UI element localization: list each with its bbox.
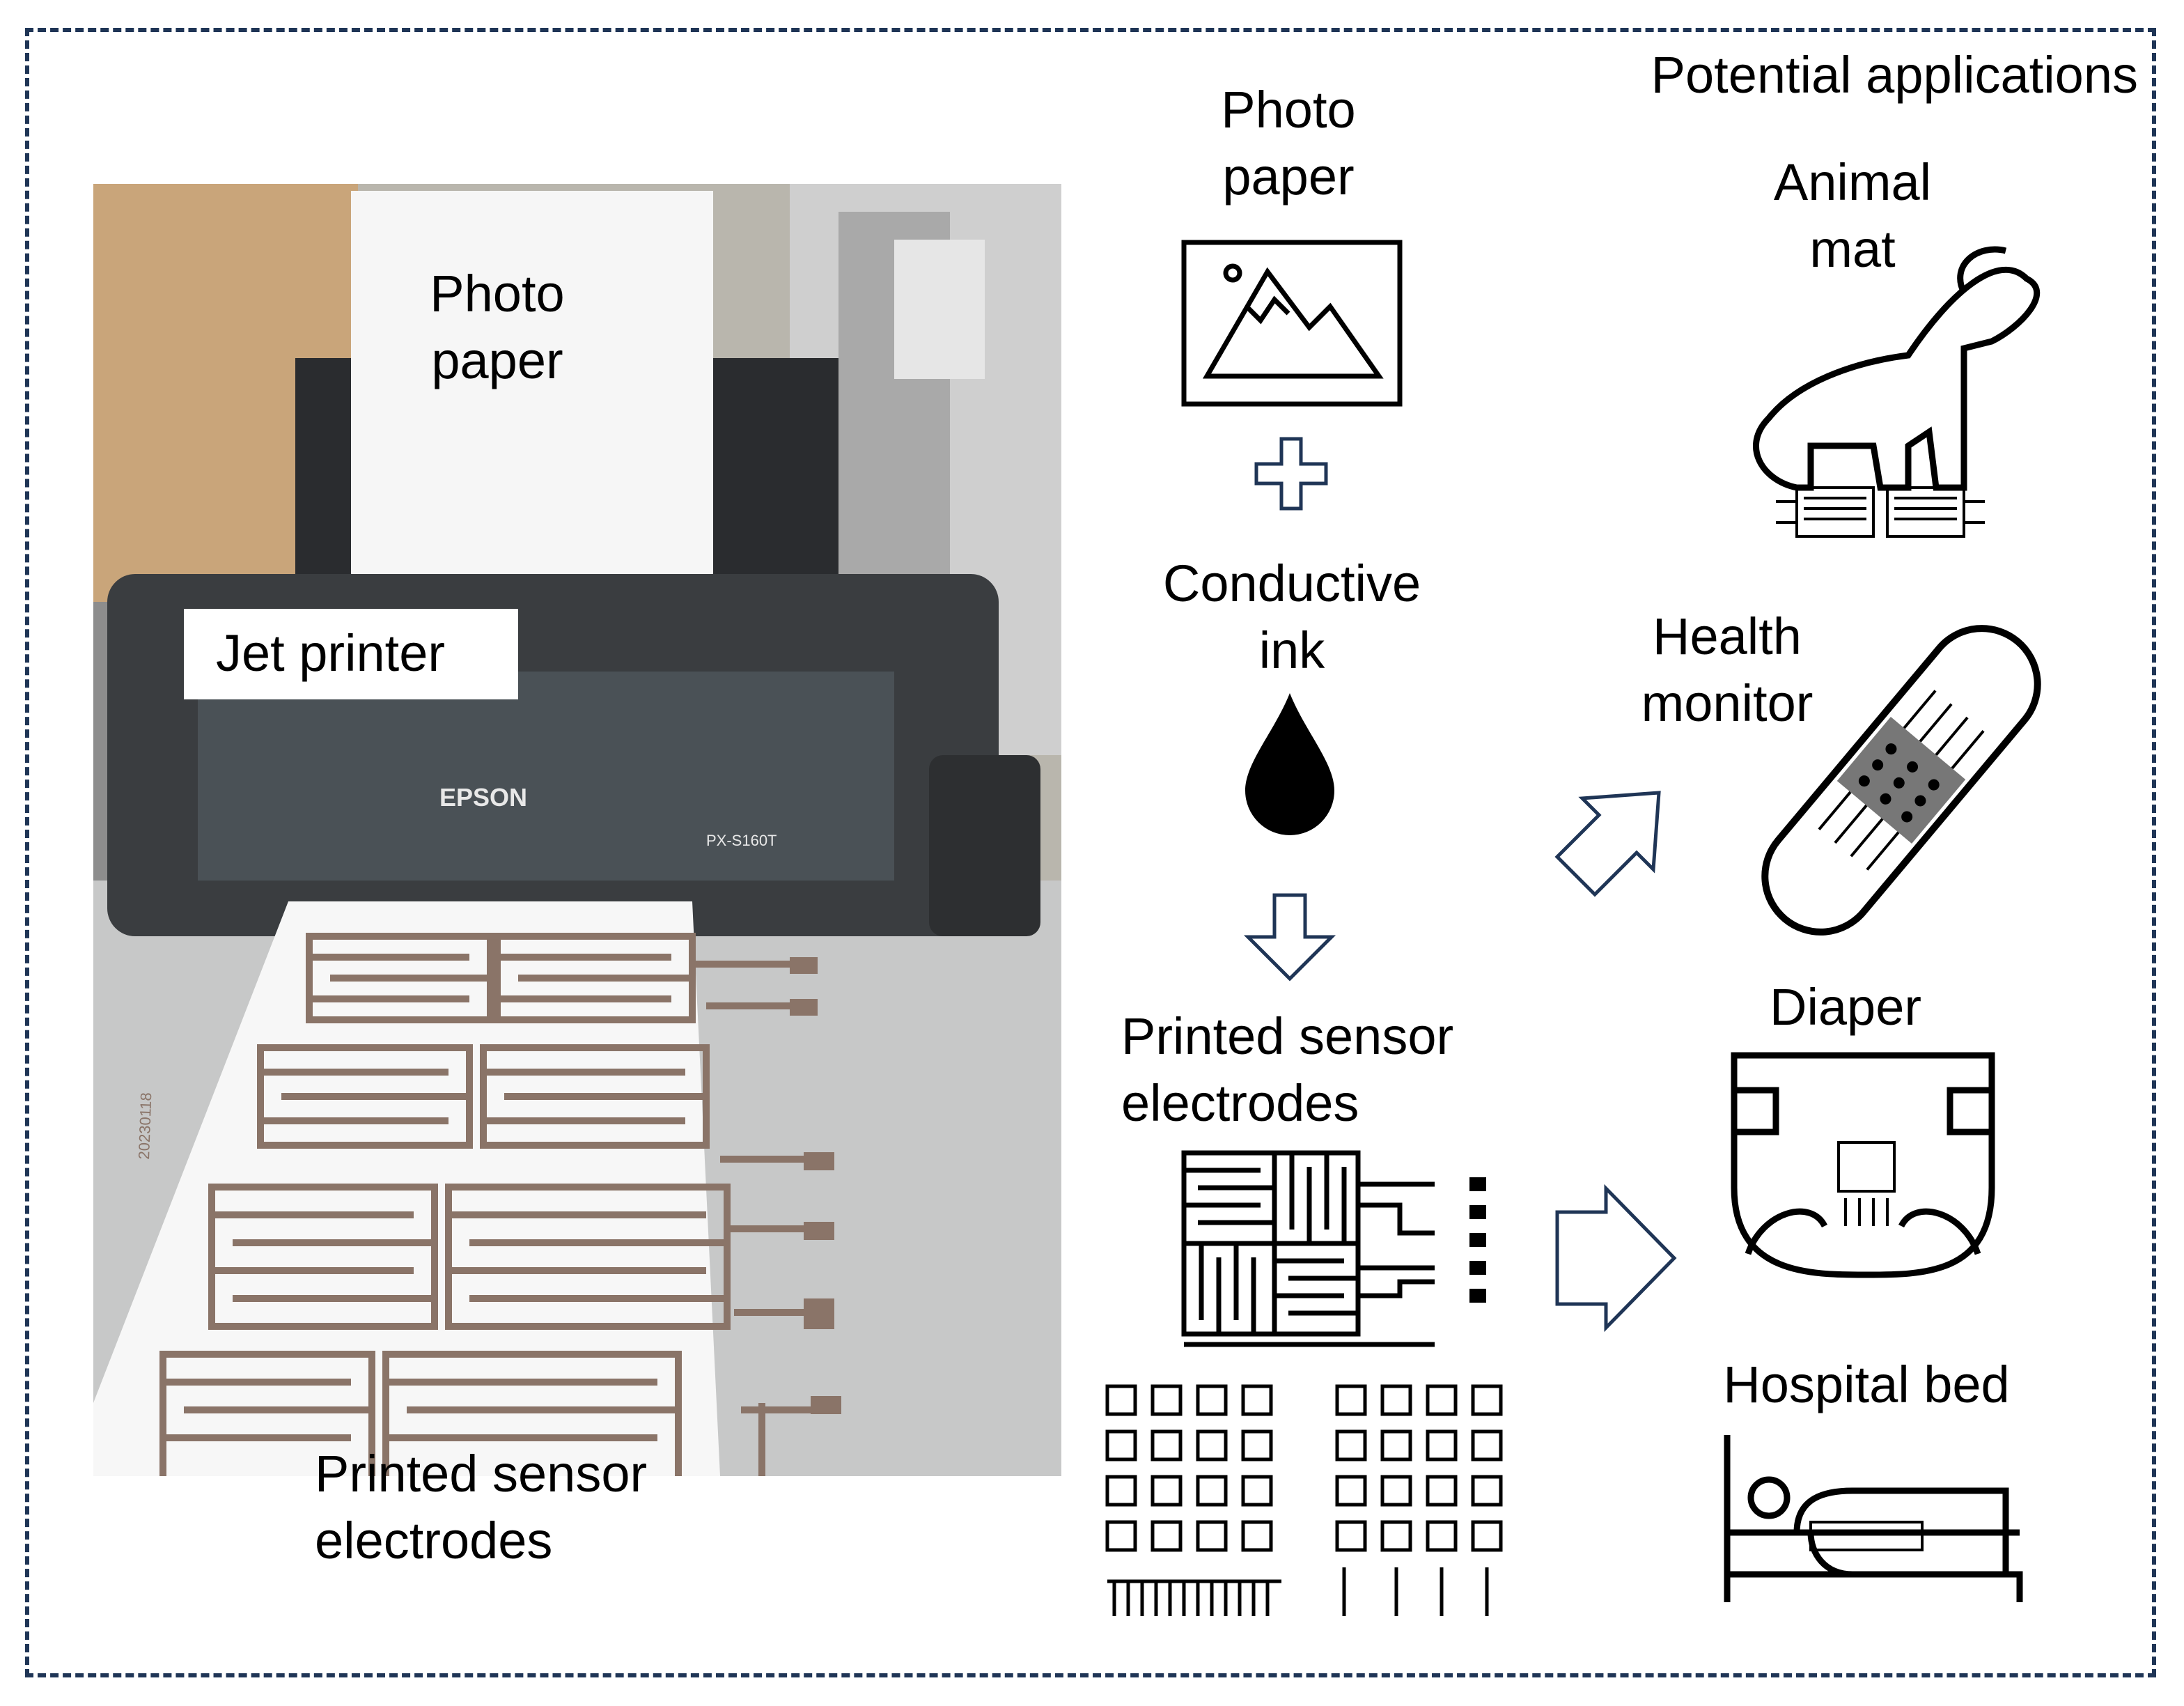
diaper-label: Diaper — [1770, 978, 1921, 1036]
sheet-electrode-pattern — [159, 933, 841, 1476]
conductive-ink-step-label: Conductive ink — [1162, 555, 1421, 679]
printed-electrodes-step-label: Printed sensor electrodes — [1121, 1007, 1454, 1132]
printer-brand: EPSON — [439, 783, 528, 812]
printer-model: PX-S160T — [706, 832, 777, 849]
jet-printer-box: Jet printer — [184, 609, 518, 699]
photo-electrodes-label: Printed sensor electrodes — [315, 1445, 648, 1569]
hospital-bed-label: Hospital bed — [1723, 1356, 2010, 1413]
jet-printer-label: Jet printer — [216, 624, 446, 682]
printer-photo: EPSON PX-S160T 20230118 Photo paper Jet … — [93, 184, 1061, 1476]
animal-mat-label: Animal mat — [1773, 153, 1932, 278]
photo-paper-label: Photo paper — [430, 265, 565, 389]
photo-paper-step-label: Photo paper — [1221, 81, 1356, 206]
dashed-frame — [25, 28, 2156, 1677]
health-monitor-label: Health monitor — [1641, 607, 1814, 732]
potential-applications-title: Potential applications — [1651, 46, 2138, 104]
photo-paper-sheet — [351, 191, 713, 616]
